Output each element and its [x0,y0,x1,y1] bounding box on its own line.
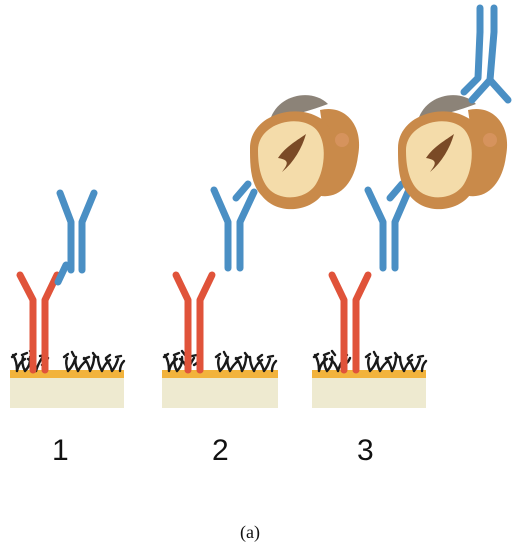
secondary-antibody-1 [54,189,98,286]
step-2-panel [162,95,360,408]
detection-antibody-3 [460,4,512,104]
capture-antibody-3 [328,271,372,374]
secondary-antibody-2 [210,180,258,272]
capture-antibody-1 [16,271,61,374]
hazelnut-allergen-3 [398,95,508,210]
step-1-panel [10,189,126,408]
step-label-3: 3 [357,434,374,467]
surface-molecules-1 [10,349,126,373]
capture-antibody-2 [172,271,216,374]
step-label-2: 2 [212,434,229,467]
step-3-panel [312,4,512,408]
microplate-well-2 [162,370,278,408]
surface-molecules-2 [162,349,278,373]
microplate-well-1 [10,370,124,408]
figure-caption: (a) [240,522,260,542]
secondary-antibody-3 [364,180,412,272]
hazelnut-allergen-2 [250,95,360,210]
step-label-1: 1 [52,434,69,467]
microplate-well-3 [312,370,426,408]
surface-molecules-3 [312,349,428,373]
